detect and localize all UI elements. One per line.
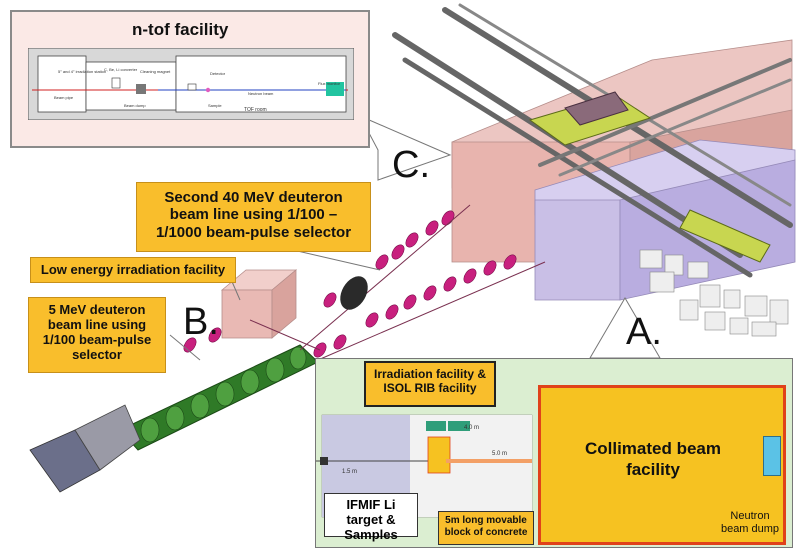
quadrupole-magnet xyxy=(483,260,497,276)
dipole-magnet xyxy=(340,276,368,310)
ifmif-panel: 1.5 m 4.0 m 5.0 m Irradiation facility &… xyxy=(315,358,793,548)
label-c: C. xyxy=(392,144,430,186)
ntof-title: n-tof facility xyxy=(132,20,229,39)
ifmif-target-label: IFMIF Li target & Samples xyxy=(324,493,418,542)
quadrupole-magnet xyxy=(385,304,399,320)
linac-accelerator xyxy=(29,344,319,493)
collimated-beam-room: Collimated beam facility Neutron beam du… xyxy=(538,385,786,545)
ntof-label-neutron-beam: Neutron beam xyxy=(248,91,274,96)
ntof-label-irradiation: 5° and 4° irradiation station xyxy=(58,69,107,74)
label-a: A. xyxy=(626,311,662,353)
collimated-label: Collimated beam facility xyxy=(584,439,722,480)
quadrupole-magnet xyxy=(333,334,347,350)
ntof-floorplan xyxy=(28,48,354,120)
ntof-label-beam-dump: Beam dump xyxy=(124,103,146,108)
quadrupole-magnet xyxy=(391,244,405,260)
quadrupole-magnet xyxy=(405,232,419,248)
beam-line xyxy=(249,204,546,361)
quadrupole-magnet xyxy=(443,276,457,292)
quadrupole-magnet xyxy=(403,294,417,310)
ntof-label-sample: Sample xyxy=(208,103,222,108)
low-energy-cube xyxy=(220,269,298,339)
ntof-label-detector: Detector xyxy=(210,71,226,76)
quadrupole-magnet xyxy=(375,254,389,270)
quadrupole-magnet xyxy=(323,292,337,308)
neutron-dump-block xyxy=(763,436,781,476)
dim-1: 1.5 m xyxy=(342,469,358,475)
quadrupole-magnet xyxy=(463,268,477,284)
label-b: B. xyxy=(183,301,219,343)
beam-magnets xyxy=(183,210,517,358)
equipment-cluster xyxy=(639,249,789,337)
irradiation-facility-label: Irradiation facility & ISOL RIB facility xyxy=(364,361,496,407)
callout-second-beam-line: Second 40 MeV deuteron beam line using 1… xyxy=(136,182,371,252)
dim-2: 4.0 m xyxy=(464,425,480,431)
ntof-label-beam-pipe: Beam pipe xyxy=(54,95,74,100)
callout-5mev-line: 5 MeV deuteron beam line using 1/100 bea… xyxy=(28,297,166,373)
quadrupole-magnet xyxy=(423,285,437,301)
quadrupole-magnet xyxy=(365,312,379,328)
callout-pointers xyxy=(169,114,661,361)
quadrupole-magnet xyxy=(425,220,439,236)
ntof-label-cleaning: Cleaning magnet xyxy=(140,69,171,74)
ntof-label-flux-monitor: Flux monitor xyxy=(318,81,341,86)
ntof-label-tof-room: TOF room xyxy=(244,107,267,113)
callout-low-energy: Low energy irradiation facility xyxy=(30,257,236,283)
dim-3: 5.0 m xyxy=(492,451,508,457)
crane-carriage xyxy=(528,91,771,263)
quadrupole-magnet xyxy=(208,327,222,343)
ntof-panel: n-tof facility 5° and 4° irradiation sta… xyxy=(10,10,370,148)
movable-block-label: 5m long movable block of concrete xyxy=(438,511,534,545)
ntof-label-converter: C, Be, Li converter xyxy=(104,67,138,72)
dump-label: Neutron beam dump xyxy=(720,510,780,536)
ifmif-floorplan xyxy=(316,414,533,518)
quadrupole-magnet xyxy=(503,254,517,270)
